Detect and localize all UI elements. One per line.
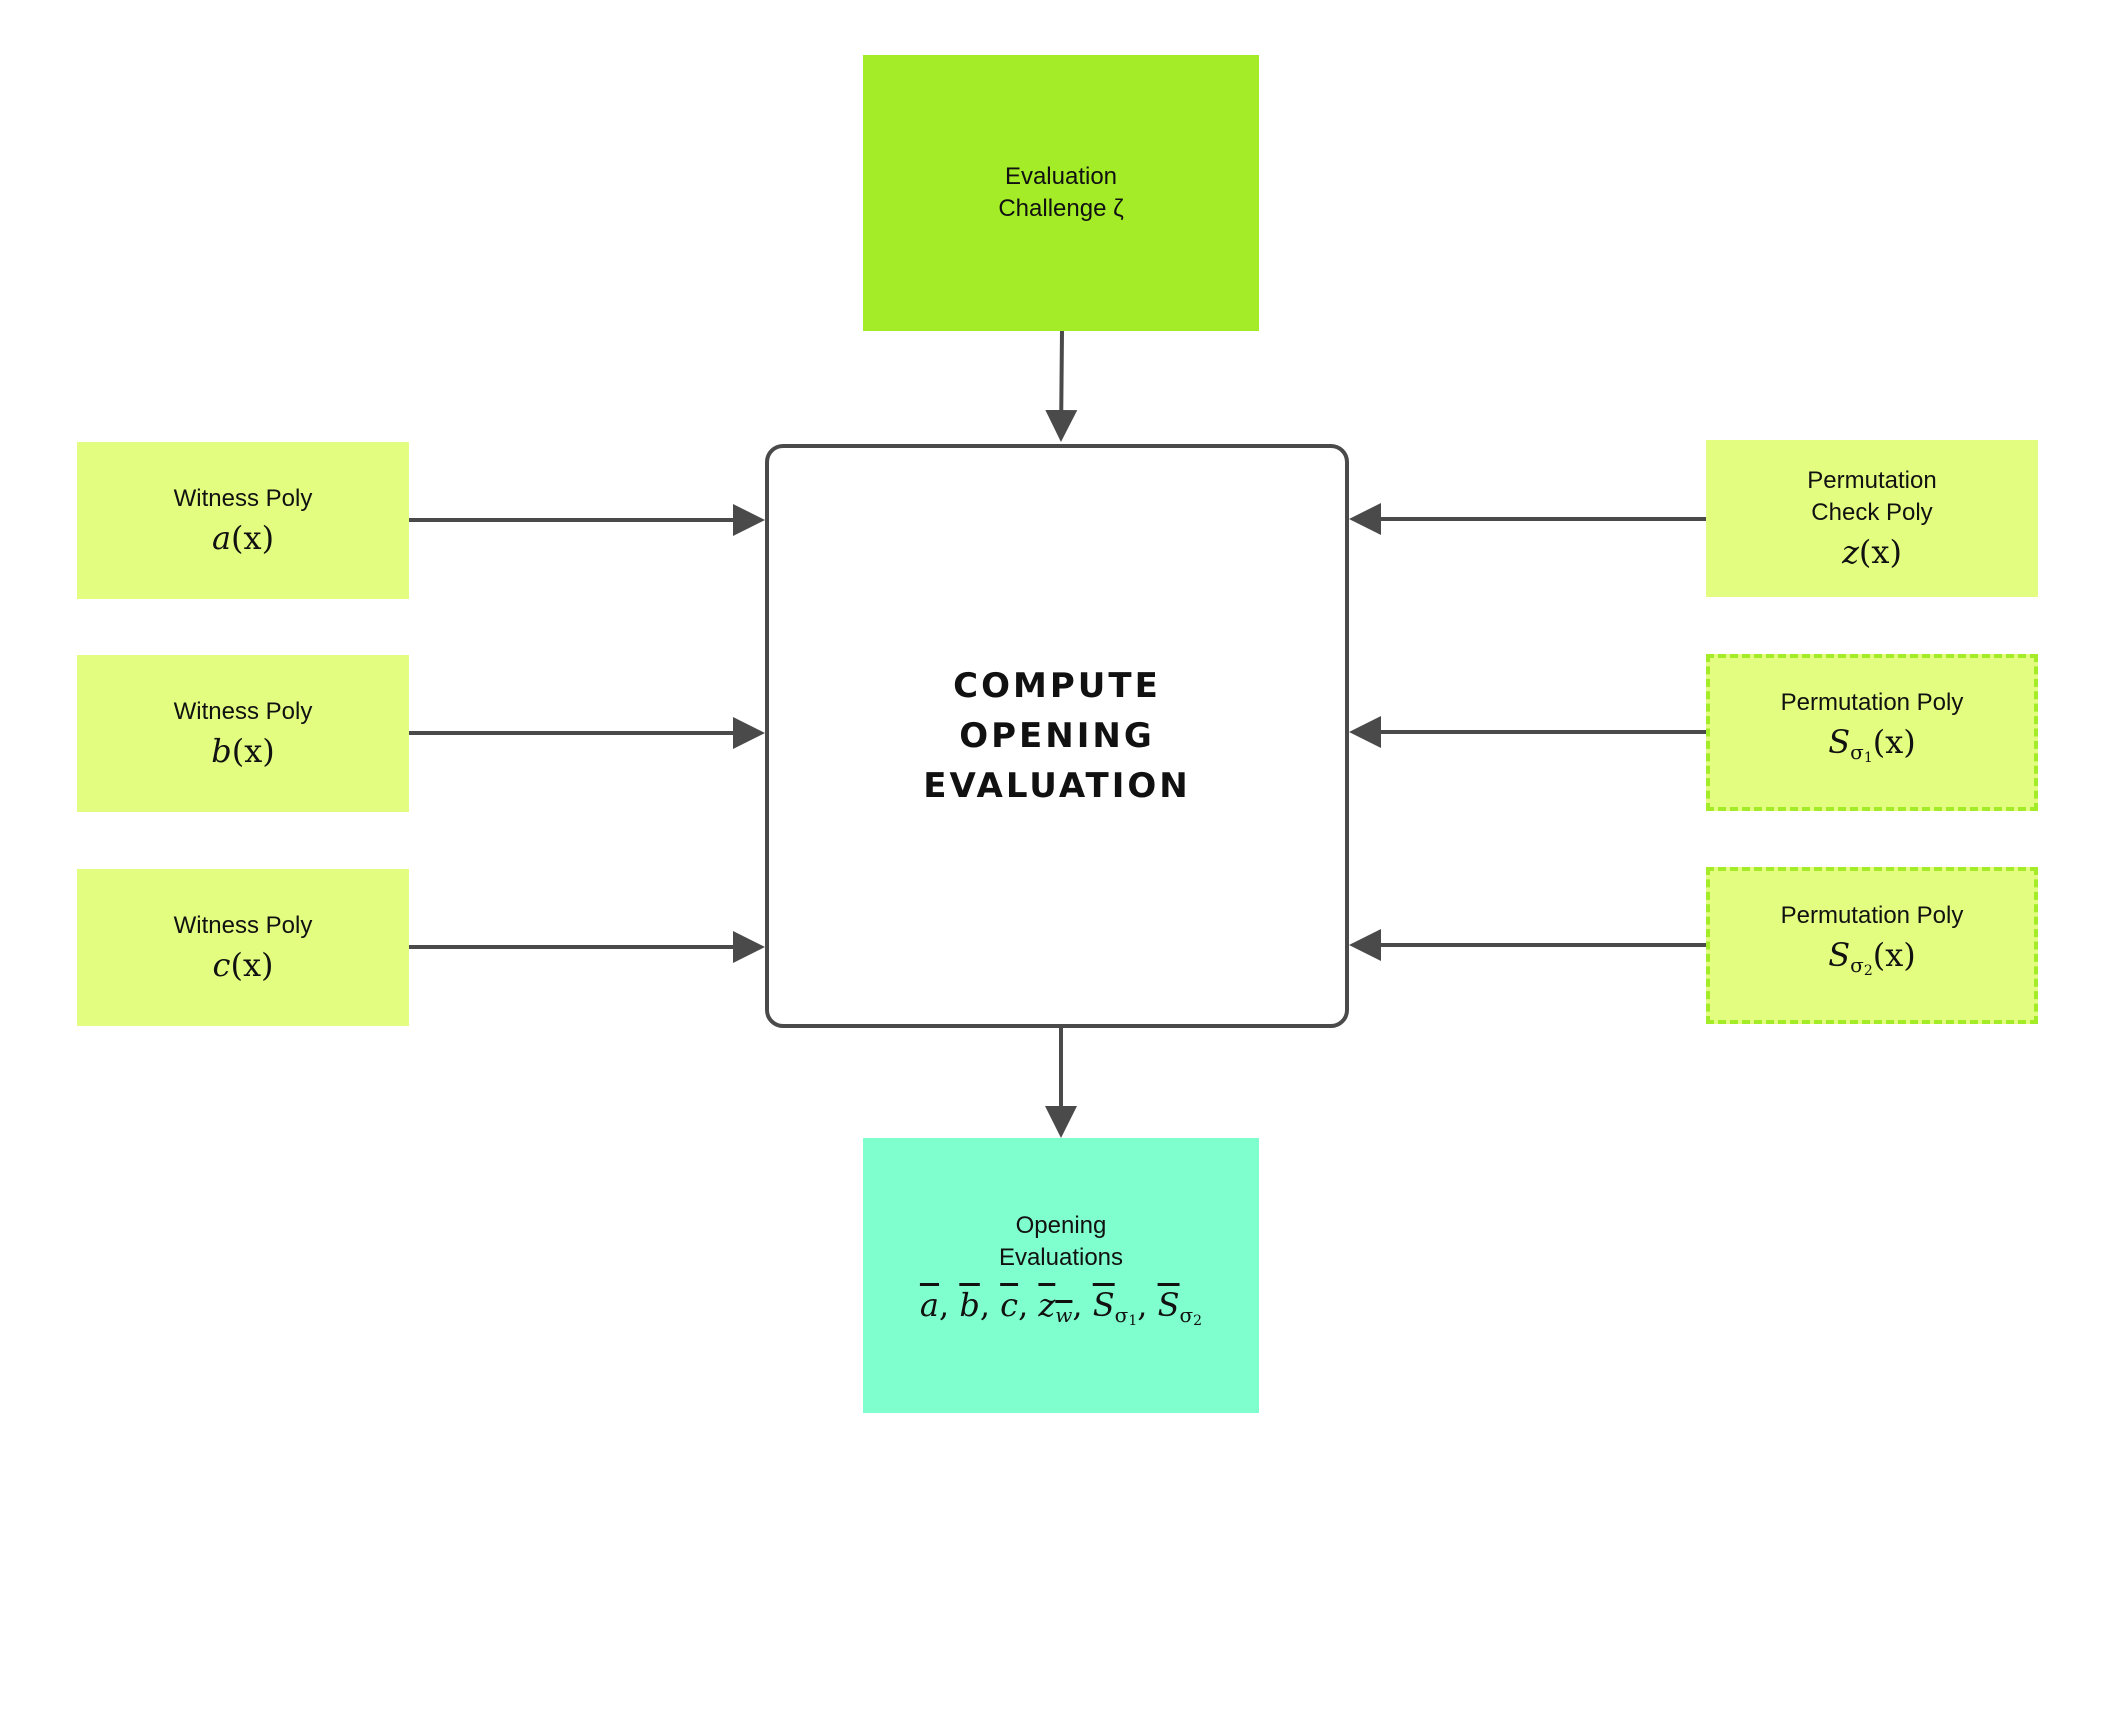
perm-s1-label: Permutation Poly (1780, 688, 1964, 716)
perm-check-formula: z(x) (1842, 532, 1902, 571)
permutation-poly-s1-node: Permutation Poly Sσ1(x) (1706, 654, 2038, 811)
output-label-line1: Opening (1015, 1211, 1107, 1239)
center-title-line2: OPENING (959, 716, 1155, 756)
permutation-poly-s2-node: Permutation Poly Sσ2(x) (1706, 867, 2038, 1024)
center-title-line3: EVALUATION (923, 766, 1191, 806)
witness-a-formula: a(x) (211, 518, 275, 557)
witness-a-label: Witness Poly (173, 484, 313, 512)
compute-opening-evaluation-node: COMPUTE OPENING EVALUATION (765, 444, 1349, 1028)
perm-s2-label: Permutation Poly (1780, 901, 1964, 929)
witness-poly-c-node: Witness Poly c(x) (77, 869, 409, 1026)
perm-check-label-line2: Check Poly (1811, 498, 1933, 526)
center-title-line1: COMPUTE (953, 666, 1161, 706)
perm-s2-formula: Sσ2(x) (1828, 935, 1916, 979)
challenge-label-line1: Evaluation (1004, 163, 1118, 190)
witness-c-label: Witness Poly (173, 911, 313, 939)
perm-s1-formula: Sσ1(x) (1828, 722, 1916, 766)
opening-evaluations-node: Opening Evaluations a, b, c, zw, Sσ1, Sσ… (863, 1138, 1259, 1413)
output-label-line2: Evaluations (998, 1243, 1124, 1271)
witness-poly-b-node: Witness Poly b(x) (77, 655, 409, 812)
witness-c-formula: c(x) (212, 945, 274, 984)
perm-check-label-line1: Permutation (1807, 466, 1937, 494)
witness-poly-a-node: Witness Poly a(x) (77, 442, 409, 599)
challenge-label-line2: Challenge ζ (998, 195, 1124, 222)
output-formula: a, b, c, zw, Sσ1, Sσ2 (919, 1285, 1203, 1329)
permutation-check-poly-node: Permutation Check Poly z(x) (1706, 440, 2038, 597)
witness-b-formula: b(x) (211, 731, 275, 770)
evaluation-challenge-node: Evaluation Challenge ζ (863, 55, 1259, 331)
witness-b-label: Witness Poly (173, 697, 313, 725)
arrow-challenge-to-center (1045, 330, 1078, 442)
